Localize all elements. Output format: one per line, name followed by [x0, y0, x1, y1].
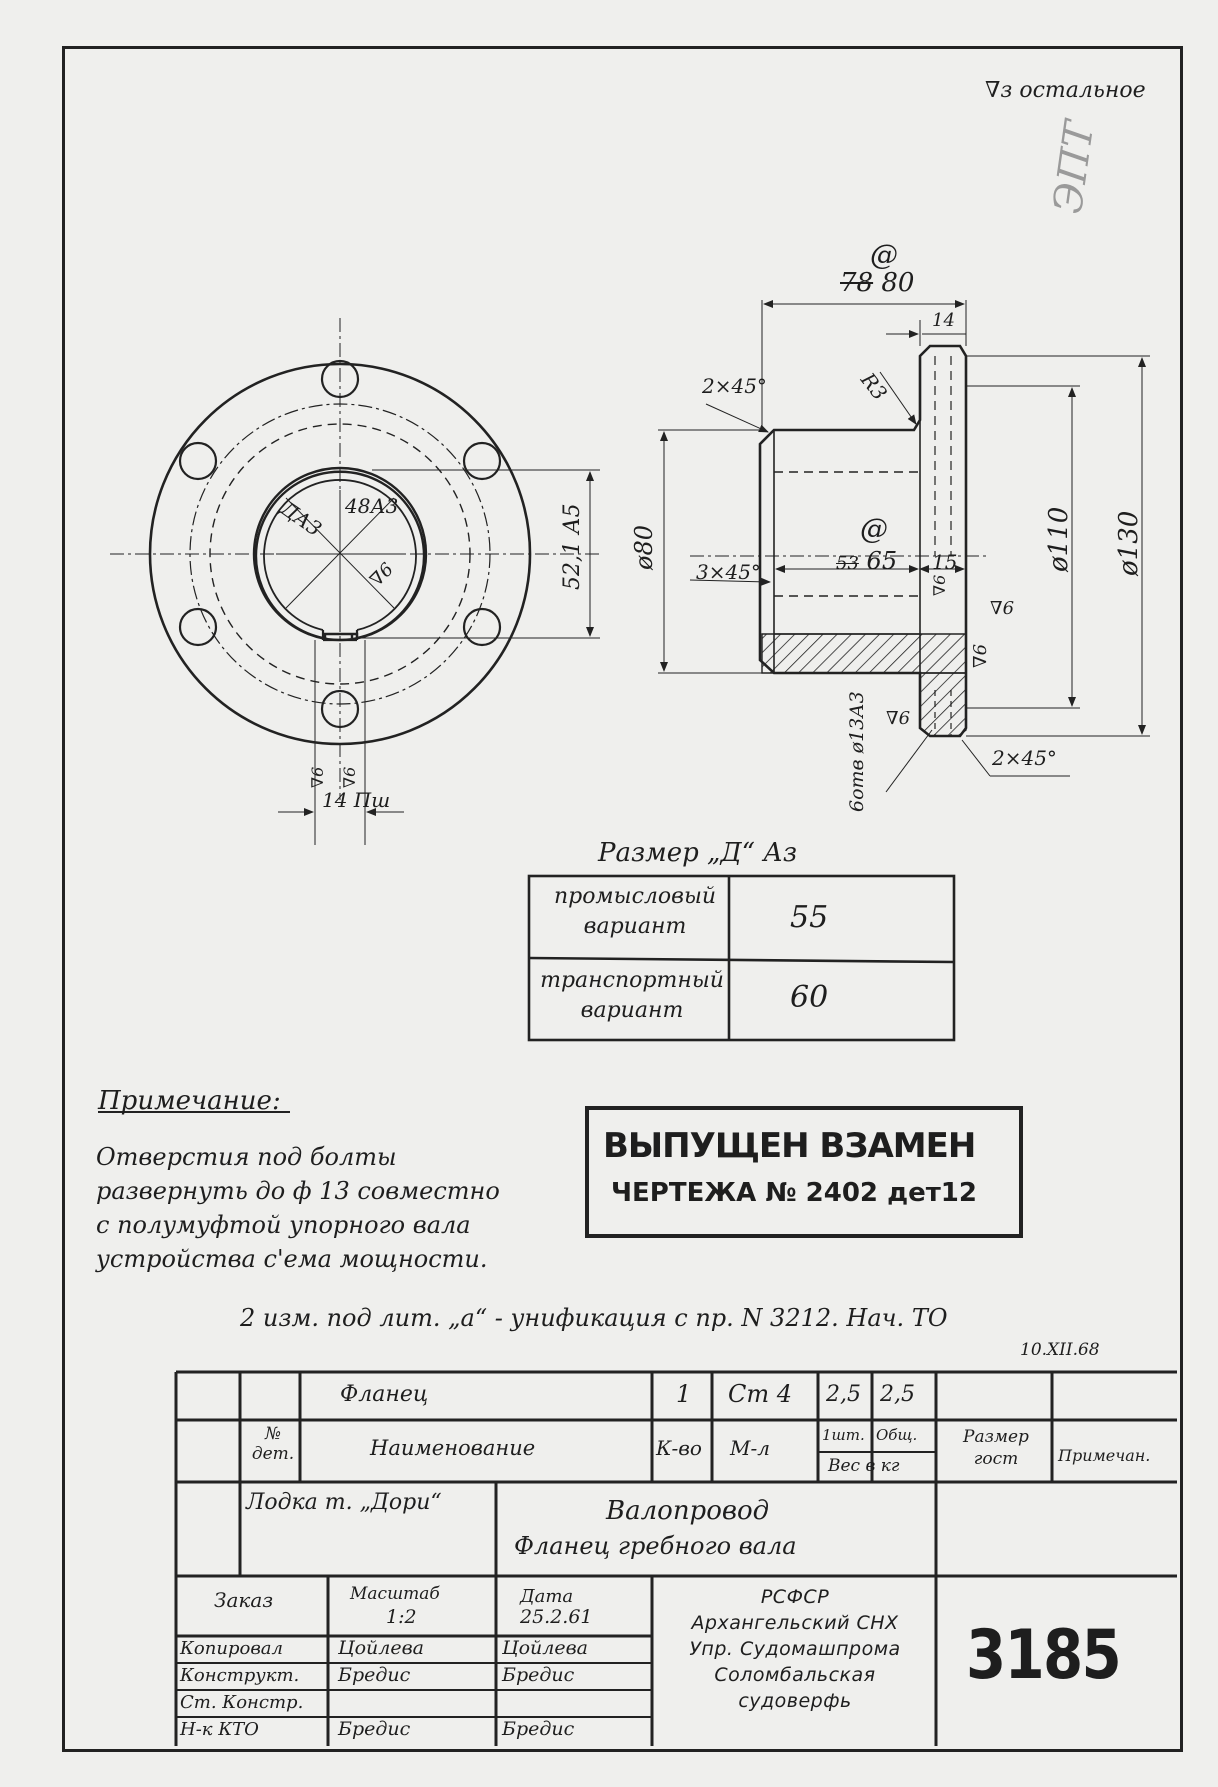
tb-hdr-w1: 1шт. [822, 1426, 865, 1444]
dim-circle-mark-b: @ [860, 512, 888, 545]
size-table-label-1: промысловый вариант [553, 884, 717, 939]
dim-80-top: 78 80 [840, 268, 915, 298]
tb-part-name: Фланец [340, 1382, 429, 1407]
tb-name-designer: Бредис [502, 1664, 575, 1686]
roughness-mark-1: ∇6 [990, 598, 1015, 619]
tb-signature-head: Бредис [338, 1718, 411, 1740]
tb-role-designer: Конструкт. [180, 1665, 300, 1686]
dim-circle-mark-a: @ [870, 238, 898, 271]
tb-signature-designer: Бредис [338, 1664, 411, 1686]
revision-note: 2 изм. под лит. „а“ - унификация с пр. N… [240, 1304, 948, 1332]
roughness-mark-4: ∇6 [886, 708, 911, 729]
dim-key-width: 14 Пш [322, 788, 391, 812]
tb-drawing-number: 3185 [966, 1616, 1122, 1695]
tb-name-copied-2: Цойлева [502, 1637, 588, 1659]
stamp-line-1: ВЫПУЩЕН ВЗАМЕН [603, 1126, 976, 1166]
revision-date: 10.XII.68 [1020, 1340, 1100, 1360]
hub-hidden [209, 423, 471, 685]
stamp-line-2: ЧЕРТЕЖА № 2402 дет12 [611, 1178, 977, 1208]
dim-65: 53 65 [836, 547, 898, 575]
org-line: РСФСР [760, 1586, 830, 1608]
note-line: Отверстия под болты [96, 1143, 397, 1171]
bolt-circle [189, 403, 491, 705]
org-line: Архангельский СНХ [691, 1612, 899, 1634]
tb-role-head: Н-к КТО [180, 1719, 259, 1740]
side-view [658, 300, 1150, 793]
tb-drawing-title: Фланец гребного вала [514, 1532, 797, 1560]
note-line: устройства с'ема мощности. [96, 1245, 488, 1273]
tb-label-order: Заказ [214, 1588, 274, 1612]
tb-date: 25.2.61 [520, 1606, 593, 1628]
tb-role-chief: Ст. Констр. [180, 1692, 304, 1713]
size-table-label-2: транспортный вариант [540, 968, 724, 1023]
tb-material: Ст 4 [728, 1380, 793, 1408]
org-line: Упр. Судомашпрома [689, 1638, 901, 1660]
dim-bore-48: 48А3 [345, 494, 399, 518]
dim-chamfer-3x45: 3×45° [696, 560, 761, 584]
tb-assembly: Валопровод [606, 1496, 770, 1526]
tb-weight-unit: 2,5 [826, 1382, 861, 1407]
tb-role-copied: Копировал [180, 1638, 283, 1659]
note-body: Отверстия под болты развернуть до ф 13 с… [96, 1140, 500, 1276]
dim-chamfer-bottom: 2×45° [992, 746, 1057, 770]
replacement-stamp: ВЫПУЩЕН ВЗАМЕН ЧЕРТЕЖА № 2402 дет12 [585, 1106, 1023, 1238]
size-table-lines [527, 874, 956, 1042]
dim-chamfer-top: 2×45° [702, 374, 767, 398]
tb-label-scale: Масштаб [350, 1584, 440, 1604]
tb-organization: РСФСР Архангельский СНХ Упр. Судомашпром… [656, 1584, 934, 1714]
tb-hdr-material: М-л [730, 1436, 770, 1460]
size-table-title: Размер „Д“ Аз [598, 838, 798, 868]
org-line: судоверфь [738, 1690, 852, 1712]
tb-boat: Лодка т. „Дори“ [246, 1490, 442, 1515]
tb-label-date: Дата [520, 1586, 574, 1607]
note-line: с полумуфтой упорного вала [96, 1211, 471, 1239]
front-view [110, 318, 600, 845]
org-line: Соломбальская [714, 1664, 876, 1686]
tb-scale: 1:2 [386, 1606, 417, 1628]
tb-hdr-note: Примечан. [1058, 1446, 1151, 1465]
tb-hdr-qty: К-во [656, 1436, 702, 1460]
size-table-value-1: 55 [790, 900, 829, 935]
tb-name-head: Бредис [502, 1718, 575, 1740]
tb-hdr-weight: Вес в кг [828, 1456, 900, 1476]
dim-15: 15 [932, 550, 958, 574]
flange-outline [148, 362, 532, 746]
general-roughness-note: ∇з остальное [985, 78, 1146, 103]
tb-weight-total: 2,5 [880, 1382, 915, 1407]
tb-qty: 1 [676, 1380, 692, 1408]
tb-hdr-size: Размер гост [963, 1427, 1029, 1469]
dim-14: 14 [932, 310, 955, 331]
drawing-frame [62, 46, 1183, 1752]
note-heading: Примечание: [98, 1086, 281, 1116]
tb-hdr-name: Наименование [370, 1436, 536, 1460]
tb-hdr-w2: Общ. [876, 1426, 918, 1444]
tb-name-copied: Цойлева [338, 1637, 424, 1659]
tb-hdr-no: № дет. [251, 1424, 295, 1464]
size-table-value-2: 60 [790, 980, 829, 1015]
note-line: развернуть до ф 13 совместно [96, 1177, 500, 1205]
